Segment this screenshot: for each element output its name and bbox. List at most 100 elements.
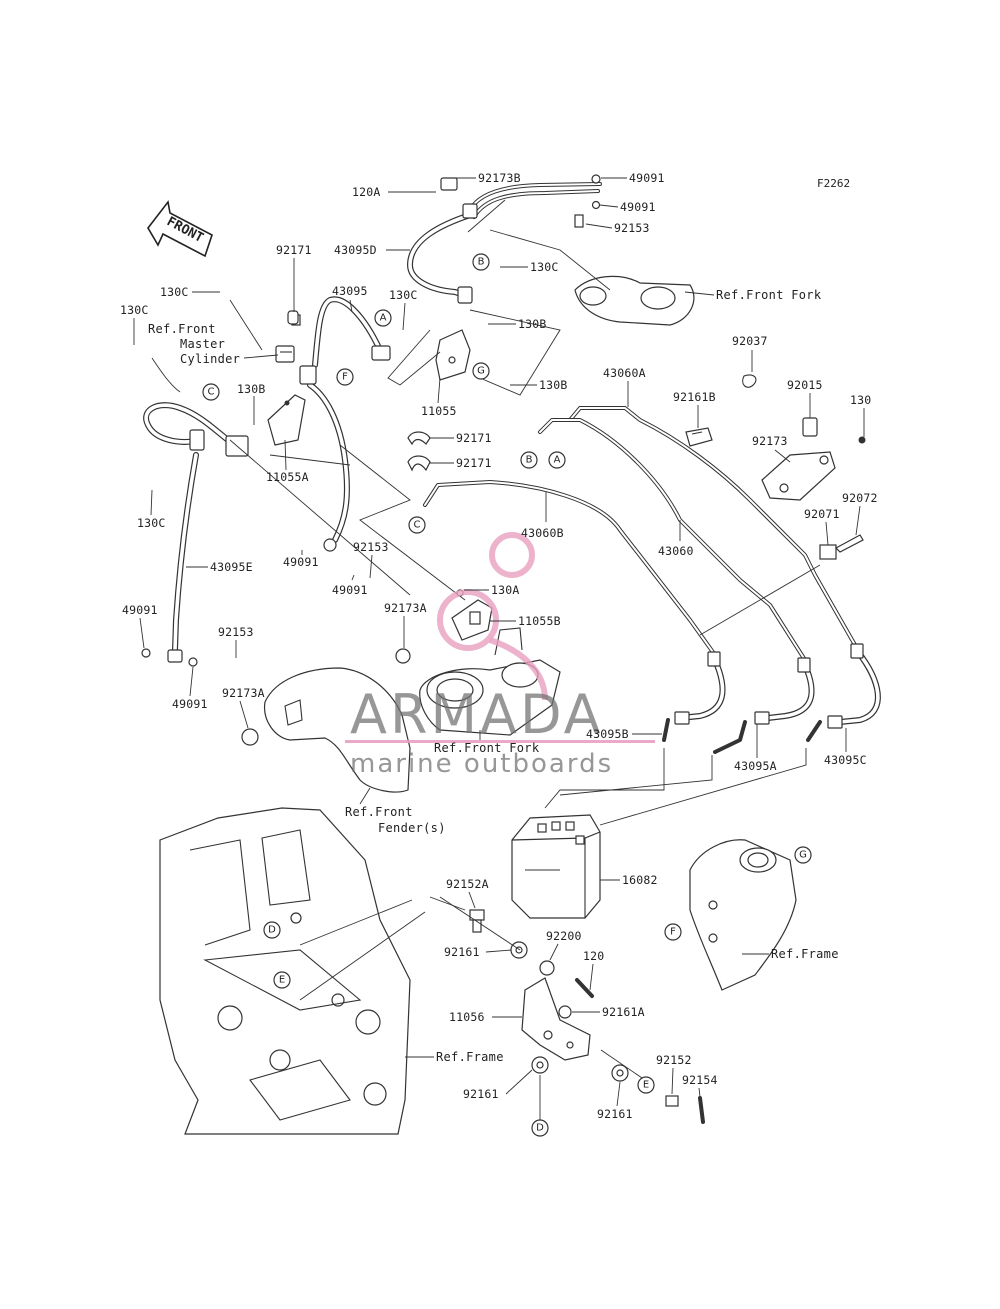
hose-43095	[291, 296, 391, 552]
front-fender	[241, 648, 411, 793]
watermark-rule	[345, 740, 655, 743]
figure-code: F2262	[817, 177, 850, 190]
label-92153-top: 92153	[614, 221, 650, 235]
bolt-92154	[698, 1096, 705, 1124]
bolt-92152A	[469, 909, 485, 933]
label-49091-bottom-left: 49091	[172, 697, 208, 711]
svg-text:G: G	[477, 366, 485, 377]
svg-text:G: G	[799, 850, 807, 861]
label-92173: 92173	[752, 434, 788, 448]
strip-92072	[835, 534, 864, 553]
label-49091-top: 49091	[629, 171, 665, 185]
hose-43095D	[407, 174, 602, 304]
watermark-subtitle: marine outboards	[350, 749, 613, 779]
label-49091-second: 49091	[620, 200, 656, 214]
label-43095: 43095	[332, 284, 368, 298]
bracket-92173	[761, 417, 866, 501]
front-arrow-icon: FRONT	[147, 200, 213, 258]
pipe-43060A	[568, 406, 857, 647]
label-92161A: 92161A	[602, 1005, 645, 1019]
watermark-logo	[437, 532, 548, 701]
callout-F-frame: F	[664, 923, 682, 941]
label-49091-center: 49091	[332, 583, 368, 597]
main-frame	[159, 807, 411, 1135]
grommet-92161-upper	[510, 941, 528, 959]
label-120A: 120A	[352, 185, 381, 199]
ref-frame-bottom: Ref.Frame	[436, 1050, 504, 1064]
label-92171-top: 92171	[276, 243, 312, 257]
label-92173B: 92173B	[478, 171, 521, 185]
label-92071: 92071	[804, 507, 840, 521]
label-130A: 130A	[491, 583, 520, 597]
label-43095C: 43095C	[824, 753, 867, 767]
label-49091-left: 49091	[122, 603, 158, 617]
clip-92171-pair	[287, 310, 431, 472]
front-fork-lower-bracket	[419, 627, 561, 736]
hose-43095C	[806, 643, 881, 742]
callout-E-bracket: E	[637, 1076, 655, 1094]
bolt-120	[575, 978, 594, 998]
svg-text:C: C	[414, 520, 421, 531]
callout-G-frame: G	[794, 846, 812, 864]
svg-text:D: D	[536, 1123, 544, 1134]
grommet-92161-lower	[531, 1056, 549, 1074]
label-92161-lower: 92161	[463, 1087, 499, 1101]
collar-92200	[539, 960, 555, 976]
callout-D-frame: D	[263, 921, 281, 939]
label-11056: 11056	[449, 1010, 485, 1024]
ref-front-fork-top: Ref.Front Fork	[716, 288, 822, 302]
label-130C-left: 130C	[160, 285, 189, 299]
bracket-11056	[521, 977, 591, 1061]
label-49091-mid: 49091	[283, 555, 319, 569]
label-92154: 92154	[682, 1073, 718, 1087]
pad-92071	[819, 544, 837, 560]
label-130B-left: 130B	[237, 382, 266, 396]
label-120: 120	[583, 949, 604, 963]
label-92161-right: 92161	[597, 1107, 633, 1121]
svg-text:A: A	[554, 455, 561, 466]
bracket-11055	[435, 329, 471, 381]
watermark-title: ARMADA	[350, 683, 604, 746]
callout-G-upper: G	[472, 362, 490, 380]
grommet-92161-right	[611, 1064, 629, 1082]
label-130C-far-left: 130C	[120, 303, 149, 317]
master-cylinder-fitting	[275, 345, 295, 363]
label-43060A: 43060A	[603, 366, 646, 380]
part-labels: 92173B 120A 49091 49091 92153 43095D 130…	[120, 171, 877, 1121]
label-92171-low: 92171	[456, 456, 492, 470]
label-92153-mid: 92153	[353, 540, 389, 554]
label-92171-mid: 92171	[456, 431, 492, 445]
label-92037: 92037	[732, 334, 768, 348]
svg-text:E: E	[279, 975, 285, 986]
label-130B-right: 130B	[539, 378, 568, 392]
ref-master-cylinder-3: Cylinder	[180, 352, 240, 366]
label-92152A: 92152A	[446, 877, 489, 891]
pipe-43060	[538, 418, 807, 662]
svg-text:D: D	[268, 925, 276, 936]
label-11055B: 11055B	[518, 614, 561, 628]
ref-fender-2: Fender(s)	[378, 821, 446, 835]
label-43095D: 43095D	[334, 243, 377, 257]
label-43095E: 43095E	[210, 560, 253, 574]
abs-unit-16082	[511, 814, 601, 919]
frame-headstock	[689, 839, 797, 991]
callout-A-pipes: A	[548, 451, 566, 469]
label-130: 130	[850, 393, 871, 407]
svg-text:F: F	[342, 372, 348, 383]
label-92173A-upper: 92173A	[384, 601, 427, 615]
leaders-bottom	[299, 896, 646, 1081]
clamp-92161B	[685, 427, 713, 447]
leaders-upper-left	[151, 199, 611, 601]
front-fork-upper-bracket	[574, 275, 695, 326]
svg-text:F: F	[670, 927, 676, 938]
callout-C-pipes: C	[408, 516, 426, 534]
svg-text:B: B	[478, 257, 485, 268]
hose-43095B	[662, 651, 726, 742]
ring-92037	[742, 374, 757, 388]
leaders-pipes	[544, 564, 821, 826]
svg-text:A: A	[380, 313, 387, 324]
label-92173A-lower: 92173A	[222, 686, 265, 700]
label-92161B: 92161B	[673, 390, 716, 404]
label-92015: 92015	[787, 378, 823, 392]
